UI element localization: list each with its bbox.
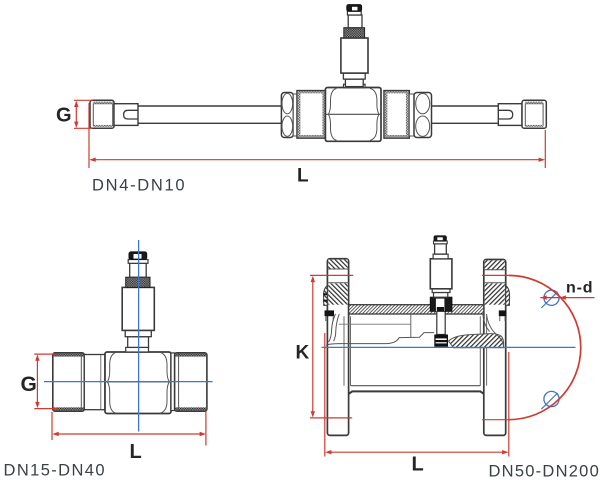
svg-text:K: K	[296, 343, 310, 364]
svg-text:L: L	[297, 166, 309, 187]
svg-text:L: L	[130, 441, 142, 463]
svg-text:DN50-DN200: DN50-DN200	[489, 463, 600, 481]
svg-text:n-d: n-d	[566, 280, 593, 297]
svg-text:L: L	[412, 454, 424, 476]
svg-text:G: G	[21, 373, 37, 396]
svg-text:DN4-DN10: DN4-DN10	[92, 177, 186, 195]
svg-text:DN15-DN40: DN15-DN40	[4, 462, 106, 480]
svg-text:G: G	[56, 105, 72, 127]
